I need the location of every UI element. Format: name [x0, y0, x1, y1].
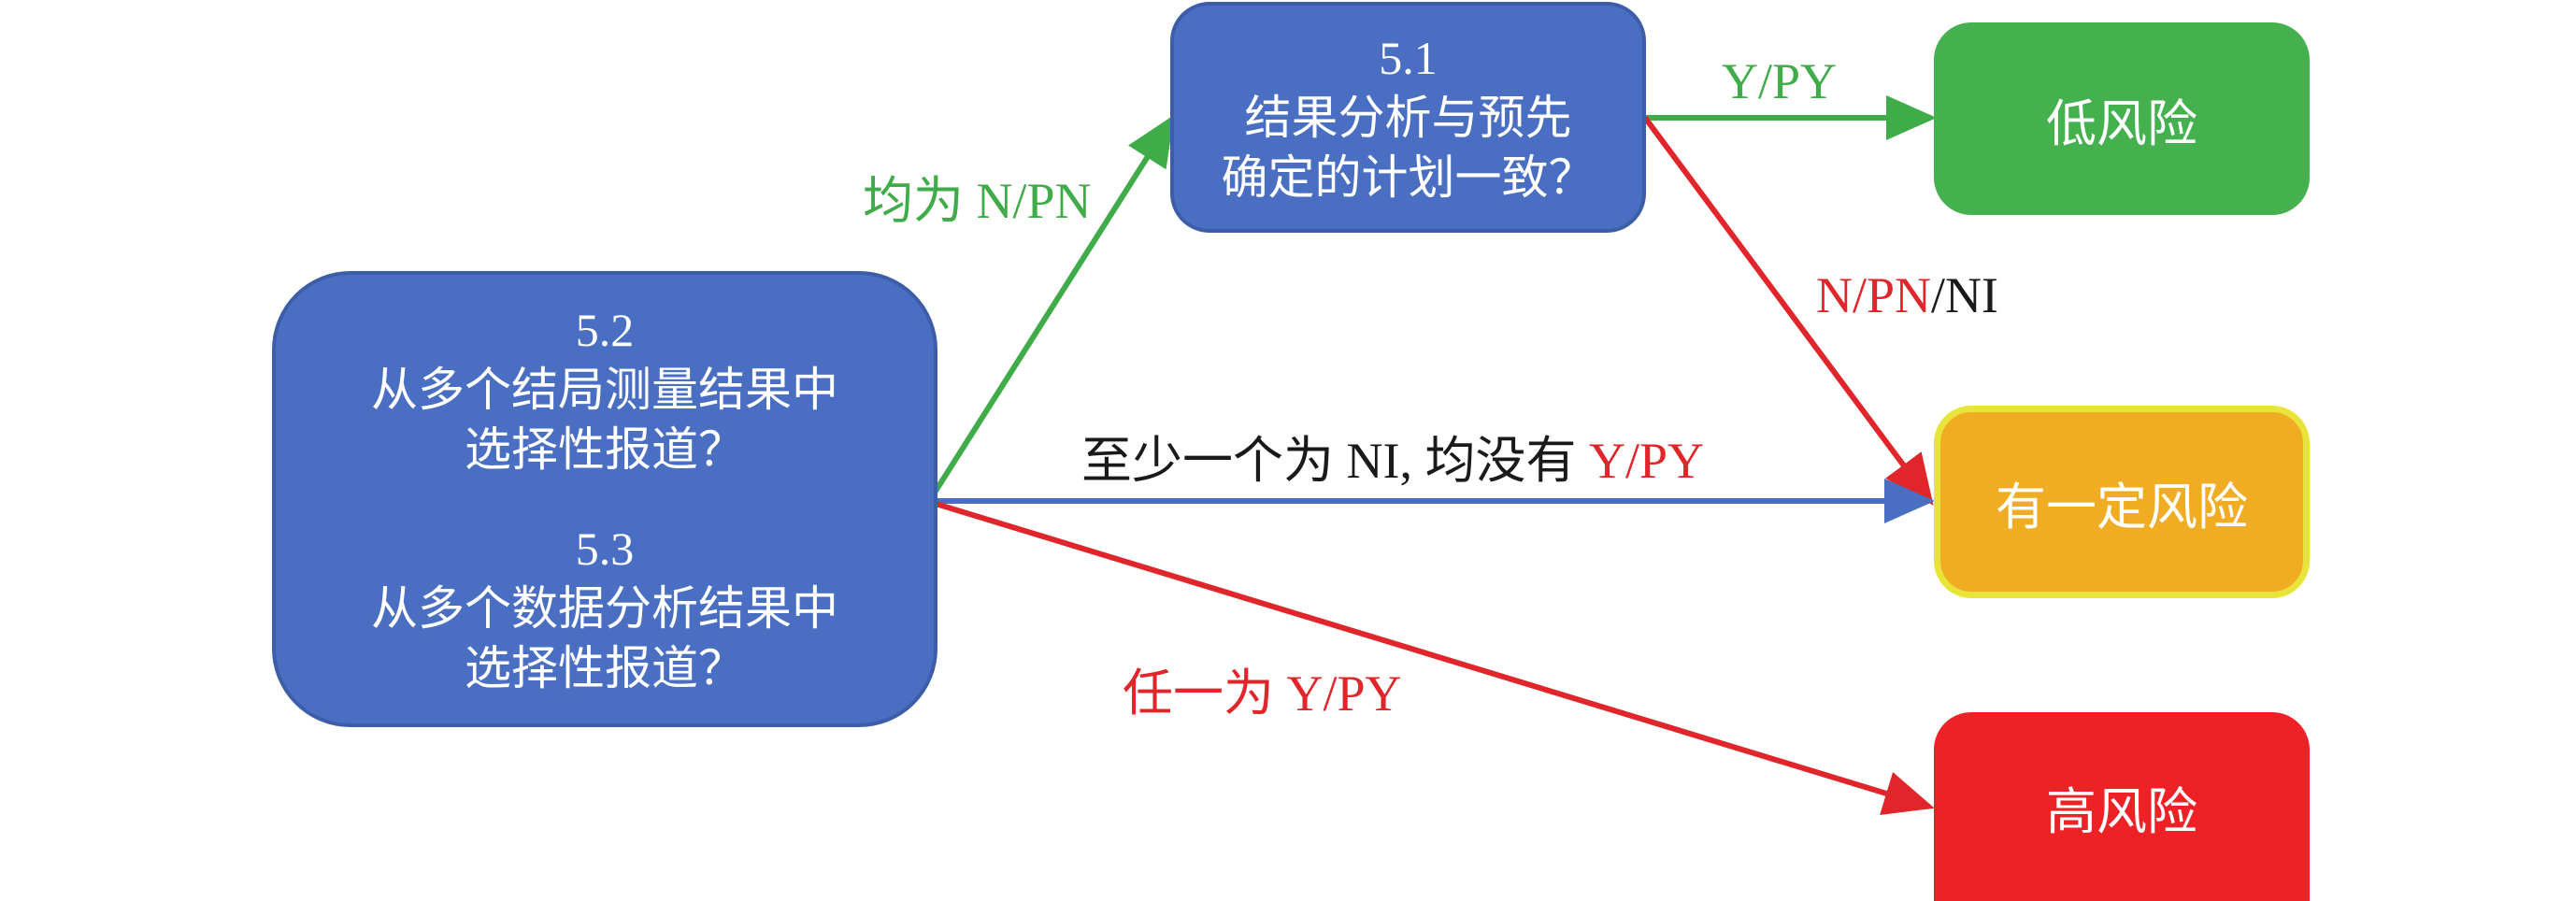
outcome-low-risk-label: 低风险	[2046, 95, 2197, 152]
q51-text-line2: 确定的计划一致？	[1221, 150, 1596, 204]
edge-label-ni: /NI	[1931, 267, 1999, 323]
edge-label-n-pn-ni: N/PN/NI	[1816, 267, 1998, 323]
q51-number: 5.1	[1379, 31, 1438, 84]
edge-label-n-pn: N/PN	[1816, 267, 1932, 323]
q51-text-line1: 结果分析与预先	[1244, 91, 1572, 144]
q53-number: 5.3	[575, 522, 635, 575]
arrow-q51-to-some-risk	[1642, 116, 1934, 506]
q52-text-line1: 从多个结局测量结果中	[371, 364, 838, 416]
q52-text-line2: 选择性报道？	[465, 423, 745, 476]
question-5-1-box: 5.1 结果分析与预先 确定的计划一致？	[1170, 2, 1646, 233]
edge-label-at-least-ypy: Y/PY	[1588, 433, 1705, 489]
q52-number: 5.2	[575, 304, 635, 356]
edge-label-any-y-py: 任一为 Y/PY	[1123, 665, 1402, 722]
q53-text-line2: 选择性报道？	[465, 642, 745, 694]
outcome-some-risk-label: 有一定风险	[1996, 479, 2248, 536]
q53-text-line1: 从多个数据分析结果中	[371, 582, 838, 635]
outcome-some-risk: 有一定风险	[1934, 406, 2310, 598]
edge-label-y-py-low: Y/PY	[1722, 53, 1838, 109]
edge-label-all-n-pn: 均为 N/PN	[863, 173, 1092, 229]
edge-label-at-least-one-ni: 至少一个为 NI, 均没有 Y/PY	[1081, 433, 1704, 489]
outcome-low-risk: 低风险	[1934, 22, 2310, 215]
arrow-to-q51	[930, 114, 1175, 497]
outcome-high-risk-label: 高风险	[2046, 783, 2197, 840]
question-5-2-5-3-box: 5.2 从多个结局测量结果中 选择性报道？ 5.3 从多个数据分析结果中 选择性…	[272, 271, 937, 727]
edge-label-at-least-text: 至少一个为 NI, 均没有	[1081, 433, 1589, 489]
arrow-to-high-risk	[932, 500, 1935, 815]
outcome-high-risk: 高风险	[1934, 712, 2310, 901]
